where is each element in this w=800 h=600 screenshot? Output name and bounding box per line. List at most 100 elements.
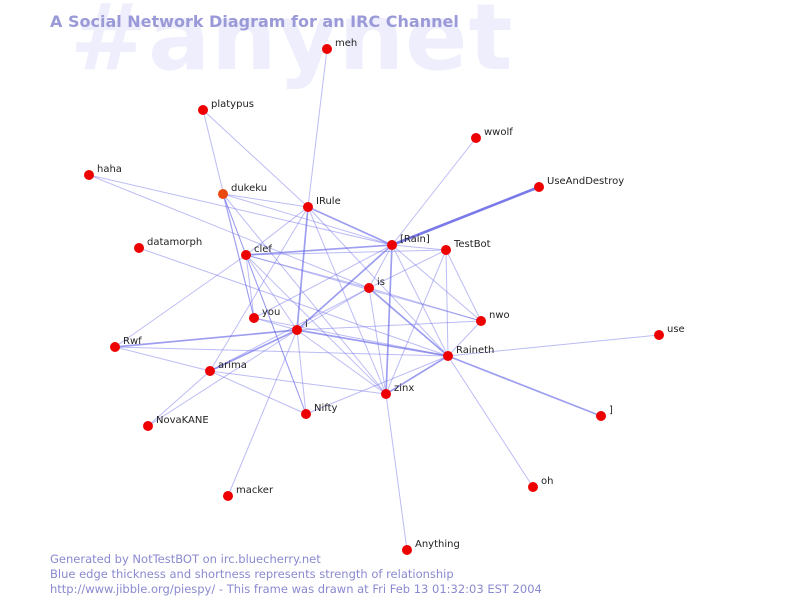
edge-Raineth-zinx xyxy=(385,355,449,395)
node-label: you xyxy=(262,307,280,318)
node-label: Rwf xyxy=(123,336,142,347)
footer-generated-by: Generated by NotTestBOT on irc.bluecherr… xyxy=(50,552,321,566)
edge-Raineth-Nifty xyxy=(305,355,449,415)
edge-IRule-clef xyxy=(245,206,309,256)
edge-dukeku-Nifty xyxy=(222,193,307,415)
node-dot xyxy=(476,316,486,326)
edge-i-zinx xyxy=(296,329,387,395)
node-dot xyxy=(471,133,481,143)
edge-dukeku-you xyxy=(222,193,255,319)
edge-is-zinx xyxy=(368,287,387,395)
edge-haha-Rainl xyxy=(88,174,393,246)
node-label: oh xyxy=(541,476,553,487)
edge-you-i xyxy=(253,317,298,331)
edge-arima-Nifty xyxy=(209,370,307,415)
node-label: is xyxy=(377,277,385,288)
node-meh: meh xyxy=(322,38,357,54)
node-Raineth: Raineth xyxy=(443,345,494,361)
node-label: macker xyxy=(236,485,274,496)
edge-is-arima xyxy=(209,287,370,372)
node-dot xyxy=(218,189,228,199)
edge-i-Nifty xyxy=(296,329,307,415)
edge-Rainl-nwo xyxy=(391,244,482,322)
node-dukeku: dukeku xyxy=(218,183,267,199)
node-Rainl: [Rain] xyxy=(387,234,430,250)
edge-i-macker xyxy=(227,329,298,497)
edge-Rainl-you xyxy=(253,244,393,319)
edge-clef-nwo xyxy=(245,254,482,322)
edge-clef-Rwf xyxy=(114,254,247,348)
node-wwolf: wwolf xyxy=(471,127,513,143)
edge-Rainl-i xyxy=(296,244,393,331)
edge-use-Raineth xyxy=(447,334,660,357)
node-dot xyxy=(387,240,397,250)
edge-IRule-Raineth xyxy=(307,206,449,357)
node-label: TestBot xyxy=(453,239,491,250)
node-label: meh xyxy=(335,38,357,49)
edge-IRule-arima xyxy=(209,206,309,372)
node-label: arima xyxy=(218,360,247,371)
node-oh: oh xyxy=(528,476,553,492)
node-label: Raineth xyxy=(456,345,494,356)
edge-nwo-i xyxy=(296,320,482,331)
node-dot xyxy=(381,389,391,399)
node-is: is xyxy=(364,277,385,293)
edge-IRule-zinx xyxy=(307,206,387,395)
edge-is-i xyxy=(296,287,370,331)
edge-Rainl-is xyxy=(368,244,393,289)
edge-is-nwo xyxy=(368,287,482,322)
edge-arima-NovaKANE xyxy=(147,370,211,427)
footer-frame-info: http://www.jibble.org/piespy/ - This fra… xyxy=(50,582,542,596)
node-dot xyxy=(198,105,208,115)
node-dot xyxy=(654,330,664,340)
node-nwo: nwo xyxy=(476,310,510,326)
edge-wwolf-Rainl xyxy=(391,137,477,246)
node-dot xyxy=(322,44,332,54)
node-label: haha xyxy=(97,164,122,175)
node-TestBot: TestBot xyxy=(441,239,491,255)
node-dot xyxy=(241,250,251,260)
node-dot xyxy=(534,182,544,192)
node-label: Nifty xyxy=(314,403,338,414)
node-dot xyxy=(402,545,412,555)
node-you: you xyxy=(249,307,280,323)
edge-platypus-IRule xyxy=(202,109,309,208)
node-arima: arima xyxy=(205,360,247,376)
edge-layer xyxy=(88,48,660,551)
node-label: i xyxy=(305,319,308,330)
edge-clef-Rainl xyxy=(245,244,393,256)
node-label: IRule xyxy=(316,196,341,207)
edge-IRule-i xyxy=(296,206,309,331)
node-dot xyxy=(223,491,233,501)
edge-platypus-you xyxy=(202,109,255,319)
node-zinx: zinx xyxy=(381,383,414,399)
node-dot xyxy=(301,409,311,419)
node-dot xyxy=(205,366,215,376)
node-dot xyxy=(84,170,94,180)
node-dot xyxy=(292,325,302,335)
node-bracket: ] xyxy=(596,405,613,421)
node-dot xyxy=(364,283,374,293)
diagram-title: A Social Network Diagram for an IRC Chan… xyxy=(50,12,459,31)
edge-Rwf-arima xyxy=(114,346,211,372)
node-haha: haha xyxy=(84,164,122,180)
edge-clef-Nifty xyxy=(245,254,307,415)
footer-legend-note: Blue edge thickness and shortness repres… xyxy=(50,567,454,581)
node-label: Anything xyxy=(415,539,460,550)
edge-clef-zinx xyxy=(245,254,387,395)
edge-datamorph-Raineth xyxy=(138,247,449,357)
node-dot xyxy=(134,243,144,253)
edge-arima-zinx xyxy=(209,370,387,395)
edge-clef-i xyxy=(245,254,298,331)
edge-Rainl-TestBot xyxy=(391,244,447,251)
node-i: i xyxy=(292,319,308,335)
edge-dukeku-zinx xyxy=(222,193,387,395)
node-Rwf: Rwf xyxy=(110,336,142,352)
node-label: zinx xyxy=(394,383,414,394)
node-label: UseAndDestroy xyxy=(547,176,624,187)
node-dot xyxy=(596,411,606,421)
node-label: clef xyxy=(254,244,272,255)
node-dot xyxy=(443,351,453,361)
